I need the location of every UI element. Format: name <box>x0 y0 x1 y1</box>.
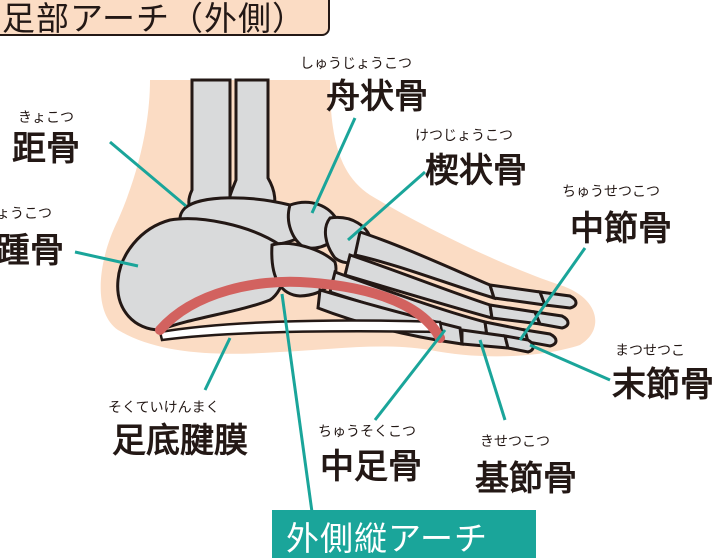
label-plantar-fascia-name: 足底腱膜 <box>112 421 248 461</box>
label-metatarsal: ちゅうそくこつ 中足骨 <box>318 424 422 487</box>
label-proximal-phalanx-ruby: きせつこつ <box>480 434 550 450</box>
diagram-title: 足部アーチ（外側） <box>2 0 307 38</box>
label-cuneiform-name: 楔状骨 <box>425 151 527 191</box>
label-calcaneus-ruby: ょうこつ <box>0 206 52 222</box>
label-distal-phalanx: まつせつこ 末節骨 <box>612 343 714 405</box>
label-navicular: しゅうじょうこつ 舟状骨 <box>300 56 428 117</box>
label-middle-phalanx: ちゅうせつこつ 中節骨 <box>562 184 672 249</box>
label-navicular-name: 舟状骨 <box>326 77 428 117</box>
label-distal-phalanx-name: 末節骨 <box>612 365 714 405</box>
label-plantar-fascia-ruby: そくていけんまく <box>108 400 220 416</box>
label-metatarsal-name: 中足骨 <box>320 447 422 487</box>
label-talus-ruby: きょこつ <box>18 110 74 126</box>
label-proximal-phalanx: きせつこつ 基節骨 <box>475 434 577 499</box>
title-box <box>0 0 330 36</box>
lateral-arch-line <box>155 276 445 343</box>
label-distal-phalanx-ruby: まつせつこ <box>615 343 685 359</box>
leader-lines <box>74 117 611 513</box>
arch-label: 外側縦アーチ <box>286 519 489 558</box>
label-calcaneus-name: 踵骨 <box>0 231 64 271</box>
tibia-bone <box>227 78 277 214</box>
label-metatarsal-ruby: ちゅうそくこつ <box>318 424 416 440</box>
label-middle-phalanx-name: 中節骨 <box>570 209 672 249</box>
arch-label-box <box>272 510 536 558</box>
phalanx-bones <box>460 283 578 354</box>
label-navicular-ruby: しゅうじょうこつ <box>300 56 412 72</box>
calcaneus-bone <box>116 217 287 332</box>
label-calcaneus: ょうこつ 踵骨 <box>0 206 64 271</box>
label-cuneiform: けつじょうこつ 楔状骨 <box>415 128 527 191</box>
label-plantar-fascia: そくていけんまく 足底腱膜 <box>108 400 248 461</box>
label-middle-phalanx-ruby: ちゅうせつこつ <box>562 184 660 200</box>
label-talus-name: 距骨 <box>12 129 80 169</box>
label-cuneiform-ruby: けつじょうこつ <box>415 128 513 144</box>
label-talus: きょこつ 距骨 <box>12 110 80 169</box>
label-proximal-phalanx-name: 基節骨 <box>475 459 577 499</box>
fibula-bone <box>187 78 232 215</box>
